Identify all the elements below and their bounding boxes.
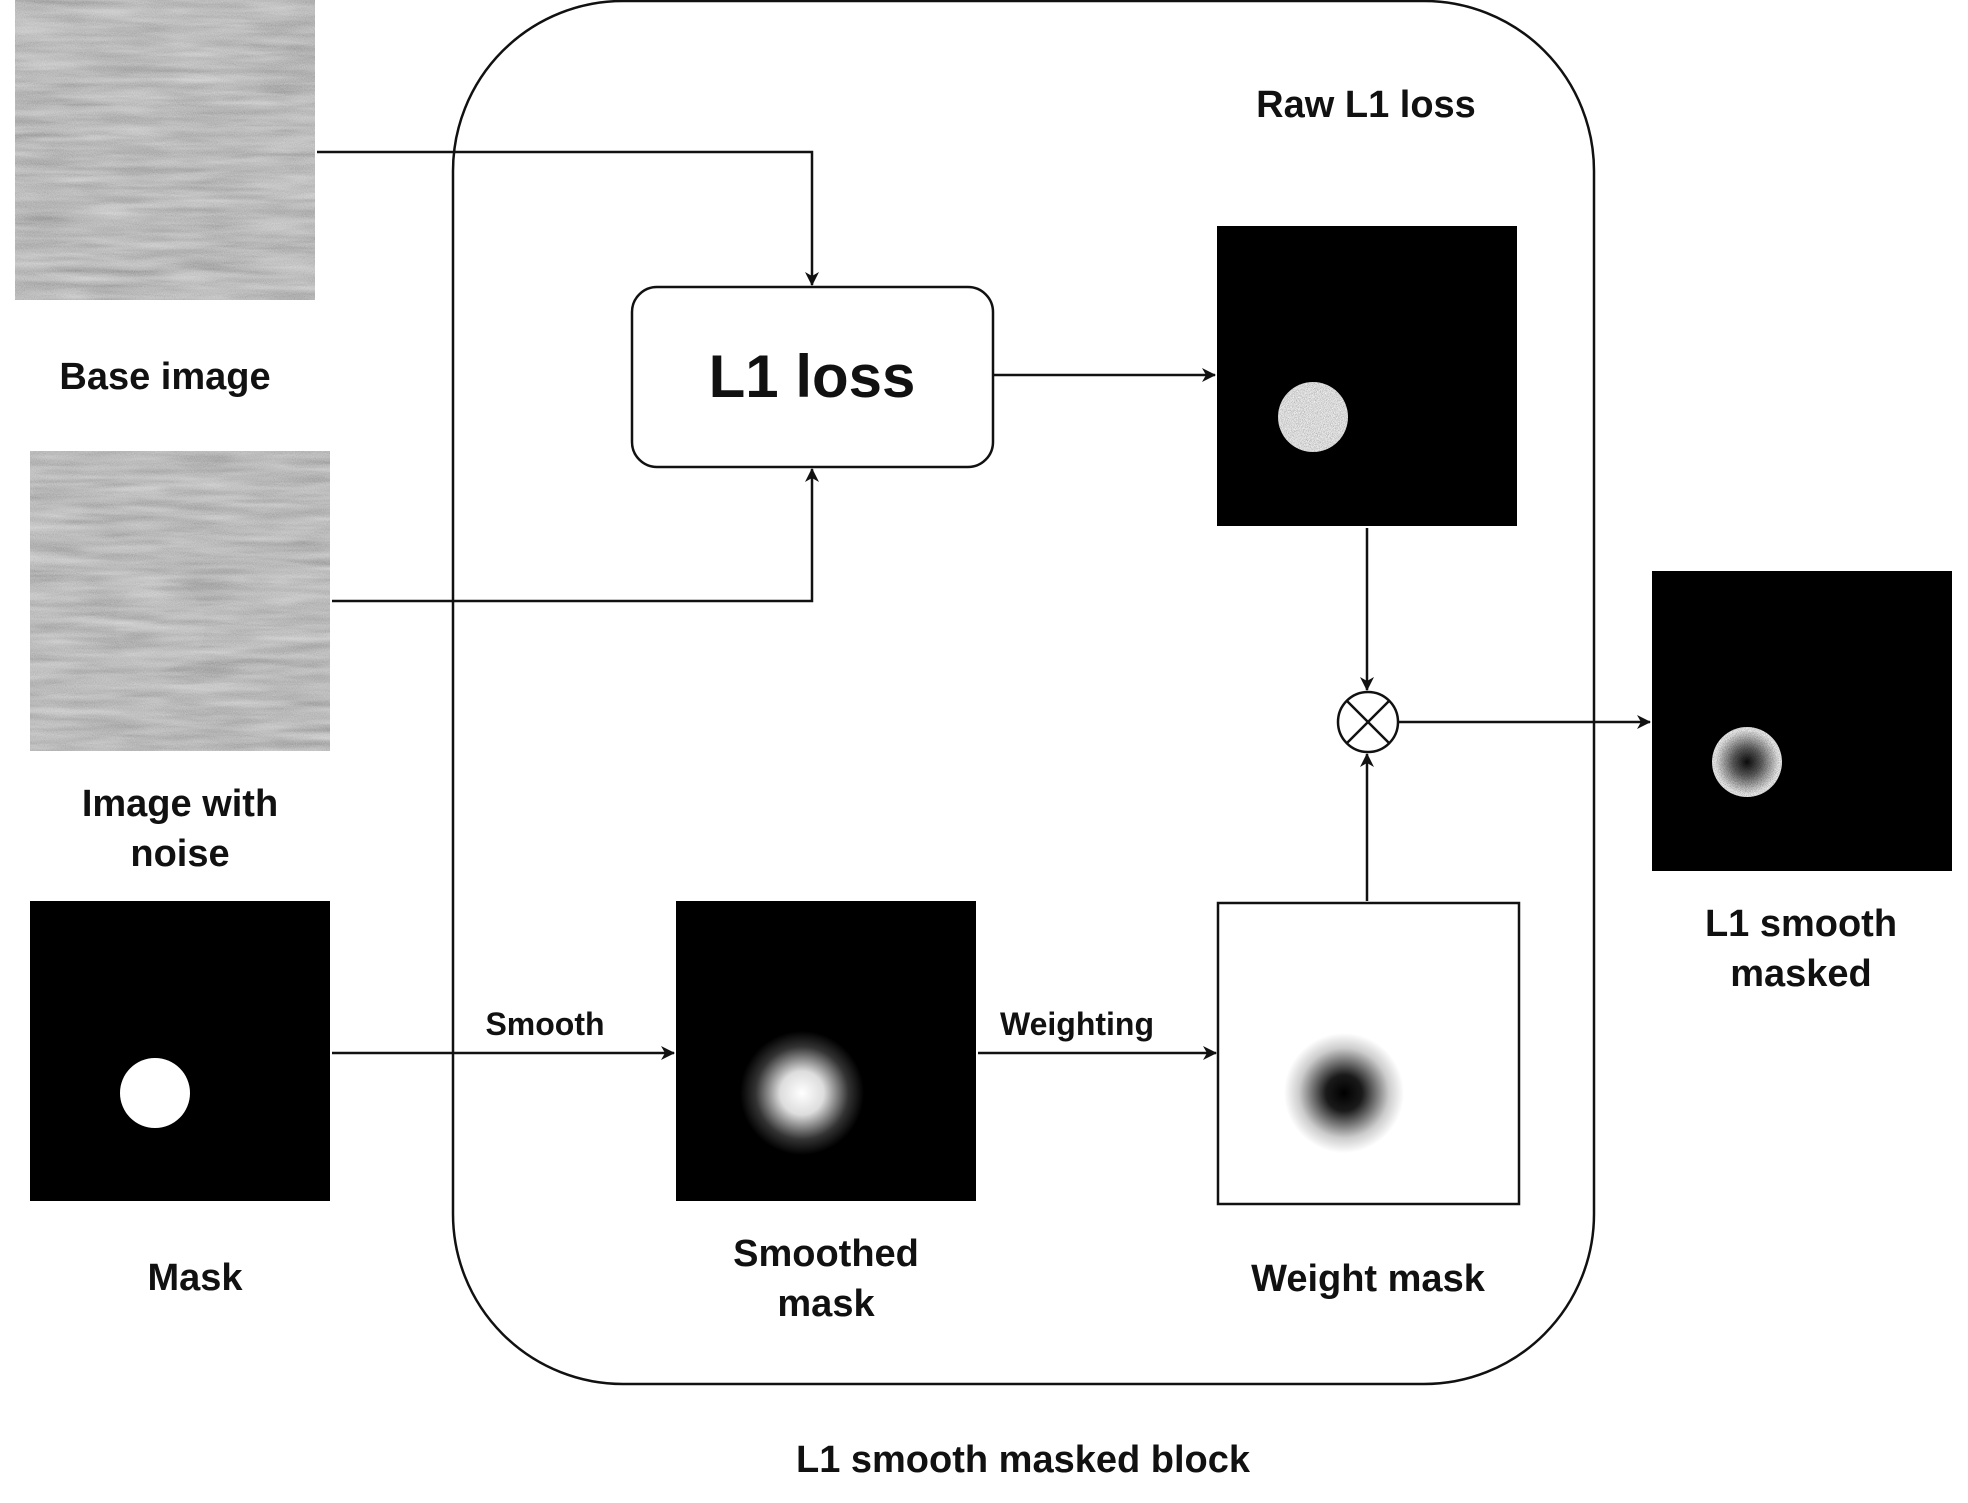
l1-loss-box [630,285,995,469]
block-container [451,0,1596,1386]
output-label-line1: L1 smooth [1705,903,1897,945]
edge-base-to-l1 [317,150,819,286]
smoothed-mask-image [676,901,976,1201]
output-image [1652,571,1952,871]
edge-weighting-label: Weighting [1000,1006,1154,1042]
weight-mask-label: Weight mask [1251,1258,1486,1300]
base-image-thumbnail [15,0,315,300]
mask-label: Mask [147,1257,243,1299]
base-image-label: Base image [59,356,270,398]
smoothed-mask-label-line1: Smoothed [733,1233,919,1275]
noisy-image-label-line2: noise [130,833,229,875]
edges [317,150,1651,1060]
smoothed-mask-label-line2: mask [777,1283,875,1325]
mask-thumbnail [30,901,330,1201]
edge-smooth-label: Smooth [485,1006,604,1042]
raw-l1-loss-image [1217,226,1517,526]
l1-loss-box-label: L1 loss [709,343,916,410]
edge-noisy-to-l1 [332,468,819,603]
output-label-line2: masked [1730,953,1872,995]
circled-times-icon [1336,690,1400,754]
raw-l1-loss-label: Raw L1 loss [1256,84,1476,126]
noisy-image-label-line1: Image with [82,783,278,825]
block-title: L1 smooth masked block [796,1439,1251,1481]
noisy-image-thumbnail [30,451,330,751]
weight-mask-image [1216,901,1521,1206]
